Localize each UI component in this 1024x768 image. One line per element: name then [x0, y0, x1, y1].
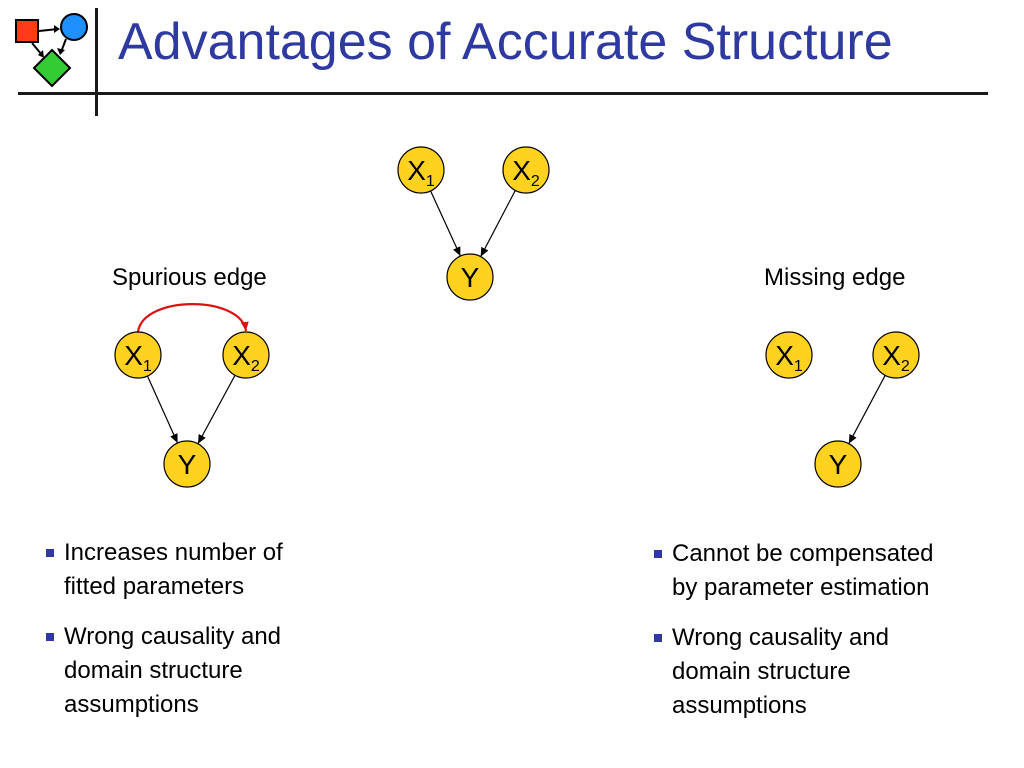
svg-text:Y: Y	[178, 449, 197, 480]
bullet-text: Wrong causality and domain structure ass…	[672, 624, 890, 719]
svg-text:X1: X1	[775, 340, 803, 375]
edge-x2-to-y	[848, 375, 886, 444]
svg-text:Y: Y	[461, 262, 480, 293]
bullet-icon	[654, 550, 662, 558]
title-horizontal-rule	[18, 92, 988, 95]
node-x1: X1	[114, 331, 162, 379]
graph-true-structure: X1 X2Y	[397, 146, 550, 301]
bullet-icon	[46, 633, 54, 641]
graph-missing-edge: X1 X2Y	[765, 331, 920, 488]
bullet-item: Cannot be compensated by parameter estim…	[654, 537, 994, 605]
edge-x2-to-y	[480, 190, 516, 257]
bullets-right: Cannot be compensated by parameter estim…	[654, 537, 994, 739]
bullet-item: Wrong causality and domain structure ass…	[46, 620, 376, 722]
page-title: Advantages of Accurate Structure	[118, 13, 893, 71]
bullet-icon	[46, 549, 54, 557]
spurious-edge-x1-to-x2	[136, 303, 249, 333]
node-y: Y	[814, 440, 862, 488]
node-x2: X2	[502, 146, 550, 194]
spurious-edge-caption: Spurious edge	[112, 264, 267, 291]
edge-x1-to-y	[430, 190, 461, 257]
bullets-left: Increases number of fitted parameters Wr…	[46, 536, 376, 738]
graph-spurious-edge: X1 X2Y	[114, 303, 270, 488]
edge-x2-to-y	[197, 374, 236, 445]
svg-text:Y: Y	[829, 449, 848, 480]
node-x1: X1	[765, 331, 813, 379]
svg-text:X2: X2	[512, 155, 540, 190]
title-vertical-rule	[95, 8, 98, 116]
node-y: Y	[446, 253, 494, 301]
node-x2: X2	[872, 331, 920, 379]
graphical-model-logo-icon	[12, 12, 92, 88]
node-x1: X1	[397, 146, 445, 194]
svg-text:X2: X2	[882, 340, 910, 375]
node-y: Y	[163, 440, 211, 488]
svg-text:X1: X1	[407, 155, 435, 190]
bullet-icon	[654, 634, 662, 642]
bullet-text: Increases number of fitted parameters	[64, 539, 283, 600]
node-x2: X2	[222, 331, 270, 379]
svg-text:X1: X1	[124, 340, 152, 375]
bullet-item: Wrong causality and domain structure ass…	[654, 621, 994, 723]
bullet-text: Wrong causality and domain structure ass…	[64, 623, 282, 718]
edge-x1-to-y	[146, 375, 179, 444]
svg-text:X2: X2	[232, 340, 260, 375]
bullet-item: Increases number of fitted parameters	[46, 536, 376, 604]
missing-edge-caption: Missing edge	[764, 264, 906, 291]
bullet-text: Cannot be compensated by parameter estim…	[672, 540, 934, 601]
